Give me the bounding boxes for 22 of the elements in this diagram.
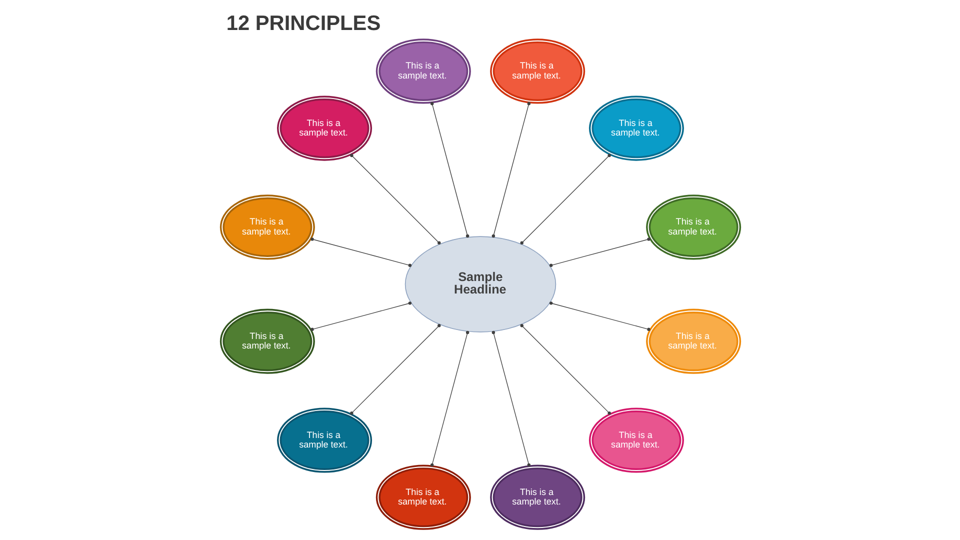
node-ellipse: This is a sample text. [490, 38, 585, 104]
node-ellipse: This is a sample text. [588, 408, 684, 473]
connector [310, 238, 412, 267]
connector [430, 330, 469, 467]
node-ellipse: Sample Headline [404, 236, 556, 332]
node-ellipse: This is a sample text. [276, 408, 372, 473]
connector [350, 324, 440, 415]
node-ellipse: This is a sample text. [588, 96, 684, 161]
connector [430, 102, 469, 238]
node-ellipse: This is a sample text. [375, 464, 470, 530]
connector [520, 154, 610, 244]
connector [520, 324, 610, 415]
connector [491, 102, 530, 238]
node-ellipse: This is a sample text. [490, 464, 585, 530]
connector [350, 154, 440, 244]
connector [548, 238, 650, 267]
connector [310, 302, 412, 331]
connector [491, 330, 530, 467]
node-ellipse: This is a sample text. [276, 96, 372, 161]
connector [548, 302, 650, 331]
diagram-title: 12 PRINCIPLES [226, 12, 380, 35]
node-ellipse: This is a sample text. [375, 38, 470, 104]
